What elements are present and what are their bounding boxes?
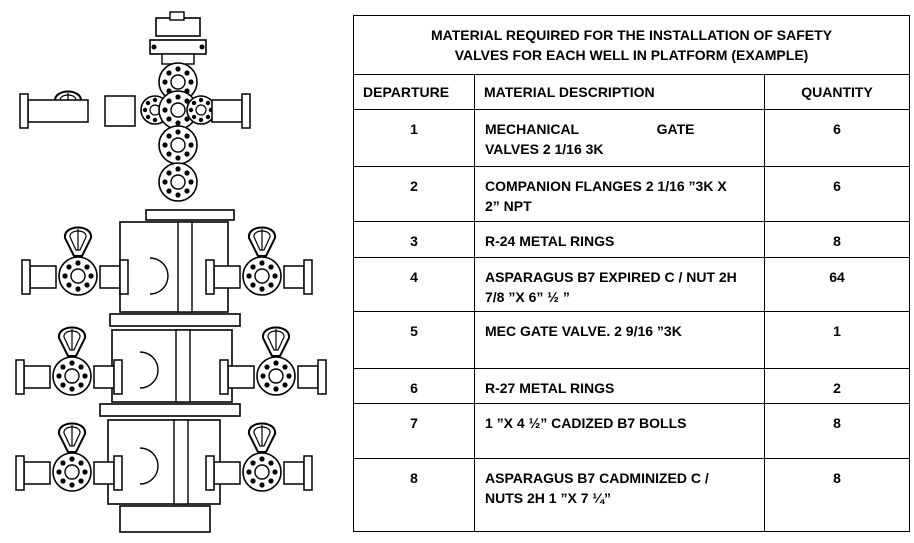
quantity-cell: 8: [763, 403, 911, 460]
description-cell: R-27 METAL RINGS: [474, 368, 765, 405]
table-row: 4 ASPARAGUS B7 EXPIRED C / NUT 2H 7/8 ”X…: [353, 256, 911, 313]
description-line: ASPARAGUS B7 CADMINIZED C /: [485, 470, 709, 487]
departure-cell: 4: [353, 256, 475, 313]
table-row: 5 MEC GATE VALVE. 2 9/16 ”3K 1: [353, 311, 911, 370]
departure-cell: 6: [353, 368, 475, 405]
quantity-cell: 6: [763, 165, 911, 223]
quantity-cell: 2: [763, 368, 911, 405]
description-line: 1 ”X 4 ½” CADIZED B7 BOLLS: [485, 415, 687, 432]
table-title-line2: VALVES FOR EACH WELL IN PLATFORM (EXAMPL…: [454, 47, 809, 63]
description-line: R-24 METAL RINGS: [485, 233, 615, 250]
description-cell: ASPARAGUS B7 CADMINIZED C / NUTS 2H 1 ”X…: [474, 458, 765, 532]
table-row: 1 MECHANICAL GATE VALVES 2 1/16 3K 6: [353, 109, 911, 167]
header-departure: DEPARTURE: [353, 73, 475, 111]
quantity-cell: 6: [763, 109, 911, 167]
table-title-line1: MATERIAL REQUIRED FOR THE INSTALLATION O…: [430, 27, 833, 43]
departure-cell: 2: [353, 165, 475, 223]
departure-cell: 5: [353, 311, 475, 370]
quantity-cell: 8: [763, 458, 911, 532]
description-cell: MECHANICAL GATE VALVES 2 1/16 3K: [474, 109, 765, 167]
description-line: MEC GATE VALVE. 2 9/16 ”3K: [485, 323, 682, 340]
description-line: NUTS 2H 1 ”X 7 ¼”: [485, 490, 612, 507]
description-cell: COMPANION FLANGES 2 1/16 ”3K X 2” NPT: [474, 165, 765, 223]
description-line: ASPARAGUS B7 EXPIRED C / NUT 2H: [485, 268, 737, 285]
quantity-cell: 64: [763, 256, 911, 313]
description-cell: MEC GATE VALVE. 2 9/16 ”3K: [474, 311, 765, 370]
wellhead-christmas-tree-drawing: [0, 11, 352, 533]
description-cell: R-24 METAL RINGS: [474, 221, 765, 258]
description-cell: 1 ”X 4 ½” CADIZED B7 BOLLS: [474, 403, 765, 460]
description-line: VALVES 2 1/16 3K: [485, 141, 604, 158]
table-row: 2 COMPANION FLANGES 2 1/16 ”3K X 2” NPT …: [353, 165, 911, 223]
quantity-cell: 8: [763, 221, 911, 258]
table-title: MATERIAL REQUIRED FOR THE INSTALLATION O…: [352, 15, 911, 75]
departure-cell: 8: [353, 458, 475, 532]
header-quantity: QUANTITY: [763, 73, 911, 111]
table-row: 3 R-24 METAL RINGS 8: [353, 221, 911, 258]
description-cell: ASPARAGUS B7 EXPIRED C / NUT 2H 7/8 ”X 6…: [474, 256, 765, 313]
description-line: R-27 METAL RINGS: [485, 380, 615, 397]
table-row: 7 1 ”X 4 ½” CADIZED B7 BOLLS 8: [353, 403, 911, 460]
departure-cell: 7: [353, 403, 475, 460]
material-table: MATERIAL REQUIRED FOR THE INSTALLATION O…: [352, 15, 911, 532]
description-line: MECHANICAL GATE: [485, 121, 695, 138]
table-row: 8 ASPARAGUS B7 CADMINIZED C / NUTS 2H 1 …: [353, 458, 911, 532]
description-line: 7/8 ”X 6” ½ ”: [485, 288, 570, 305]
table-row: 6 R-27 METAL RINGS 2: [353, 368, 911, 405]
departure-cell: 1: [353, 109, 475, 167]
quantity-cell: 1: [763, 311, 911, 370]
description-line: 2” NPT: [485, 197, 532, 214]
header-material-description: MATERIAL DESCRIPTION: [474, 73, 765, 111]
description-line: COMPANION FLANGES 2 1/16 ”3K X: [485, 177, 727, 194]
departure-cell: 3: [353, 221, 475, 258]
